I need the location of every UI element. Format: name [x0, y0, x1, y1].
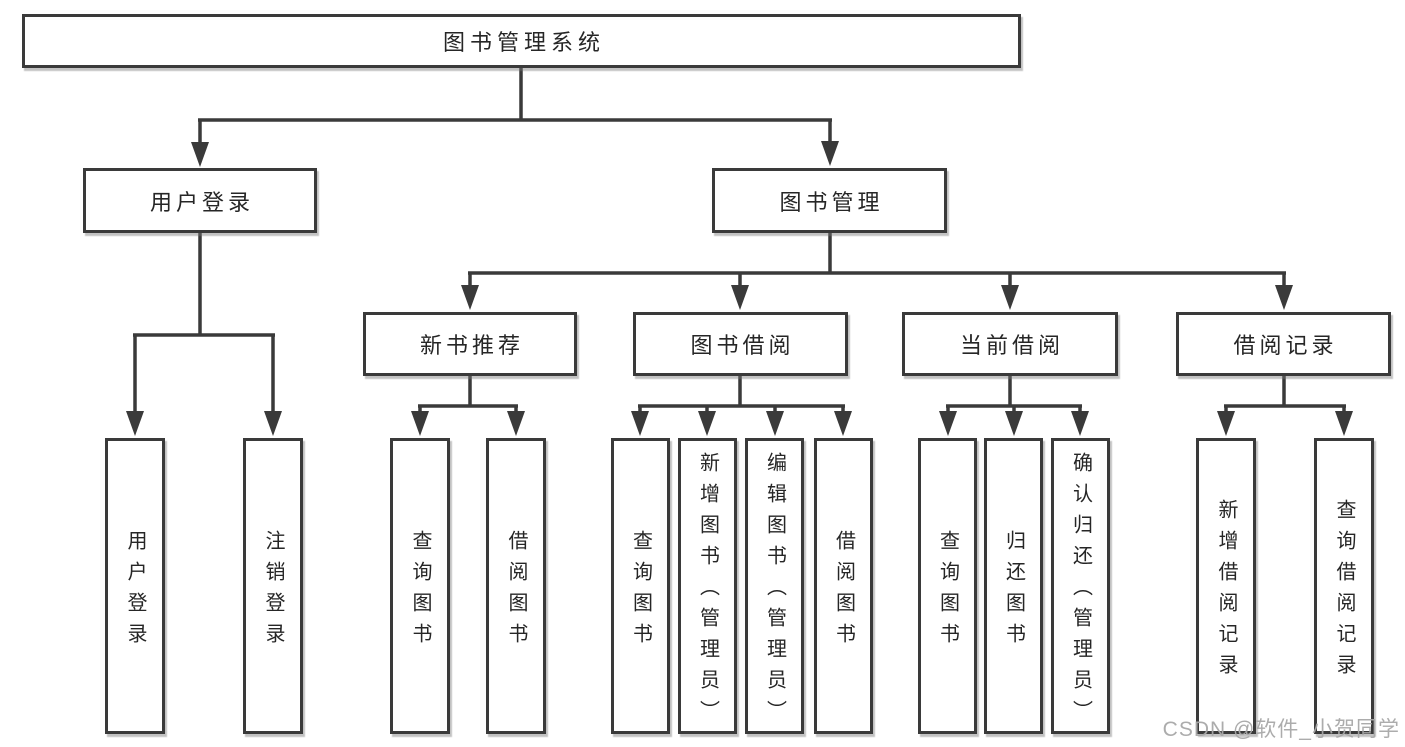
leaf-borrowing-edit-books-admin: 编辑图书（管理员） — [745, 438, 804, 734]
leaf-records-query-record: 查询借阅记录 — [1314, 438, 1374, 734]
node-book-borrowing-label: 图书借阅 — [690, 333, 795, 358]
leaf-records-add-record-label: 新增借阅记录 — [1215, 498, 1237, 685]
node-new-book-recommend-label: 新书推荐 — [419, 333, 524, 358]
node-user-login: 用户登录 — [83, 168, 317, 233]
leaf-logout-label: 注销登录 — [262, 529, 284, 654]
leaf-borrowing-add-books-admin: 新增图书（管理员） — [678, 438, 737, 734]
leaf-borrowing-edit-books-admin-label: 编辑图书（管理员） — [763, 452, 786, 731]
leaf-borrowing-borrow-books-label: 借阅图书 — [832, 529, 855, 654]
leaf-newbooks-query-books-label: 查询图书 — [409, 529, 431, 654]
node-library-system: 图书管理系统 — [22, 14, 1021, 68]
leaf-current-confirm-return-admin-label: 确认归还（管理员） — [1069, 452, 1092, 731]
leaf-borrowing-add-books-admin-label: 新增图书（管理员） — [696, 452, 719, 731]
node-borrow-records: 借阅记录 — [1176, 312, 1391, 376]
node-borrow-records-label: 借阅记录 — [1233, 333, 1338, 358]
leaf-logout: 注销登录 — [243, 438, 303, 734]
node-book-borrowing: 图书借阅 — [633, 312, 848, 376]
leaf-newbooks-query-books: 查询图书 — [390, 438, 450, 734]
leaf-user-login: 用户登录 — [105, 438, 165, 734]
leaf-borrowing-borrow-books: 借阅图书 — [814, 438, 873, 734]
watermark: CSDN @软件_小贺同学 — [1162, 718, 1400, 741]
leaf-records-add-record: 新增借阅记录 — [1196, 438, 1256, 734]
node-new-book-recommend: 新书推荐 — [363, 312, 577, 376]
leaf-borrowing-query-books: 查询图书 — [611, 438, 670, 734]
leaf-current-confirm-return-admin: 确认归还（管理员） — [1051, 438, 1110, 734]
node-book-management: 图书管理 — [712, 168, 947, 233]
node-user-login-label: 用户登录 — [149, 189, 254, 215]
leaf-user-login-label: 用户登录 — [124, 529, 146, 654]
leaf-newbooks-borrow-books-label: 借阅图书 — [505, 529, 527, 654]
leaf-current-return-books: 归还图书 — [984, 438, 1043, 734]
node-library-system-label: 图书管理系统 — [442, 30, 605, 55]
leaf-current-return-books-label: 归还图书 — [1002, 529, 1025, 654]
leaf-current-query-books-label: 查询图书 — [936, 529, 959, 654]
leaf-borrowing-query-books-label: 查询图书 — [629, 529, 652, 654]
node-current-borrowing: 当前借阅 — [902, 312, 1118, 376]
leaf-current-query-books: 查询图书 — [918, 438, 977, 734]
node-book-management-label: 图书管理 — [779, 189, 884, 215]
leaf-newbooks-borrow-books: 借阅图书 — [486, 438, 546, 734]
node-current-borrowing-label: 当前借阅 — [959, 333, 1064, 358]
leaf-records-query-record-label: 查询借阅记录 — [1333, 498, 1355, 685]
